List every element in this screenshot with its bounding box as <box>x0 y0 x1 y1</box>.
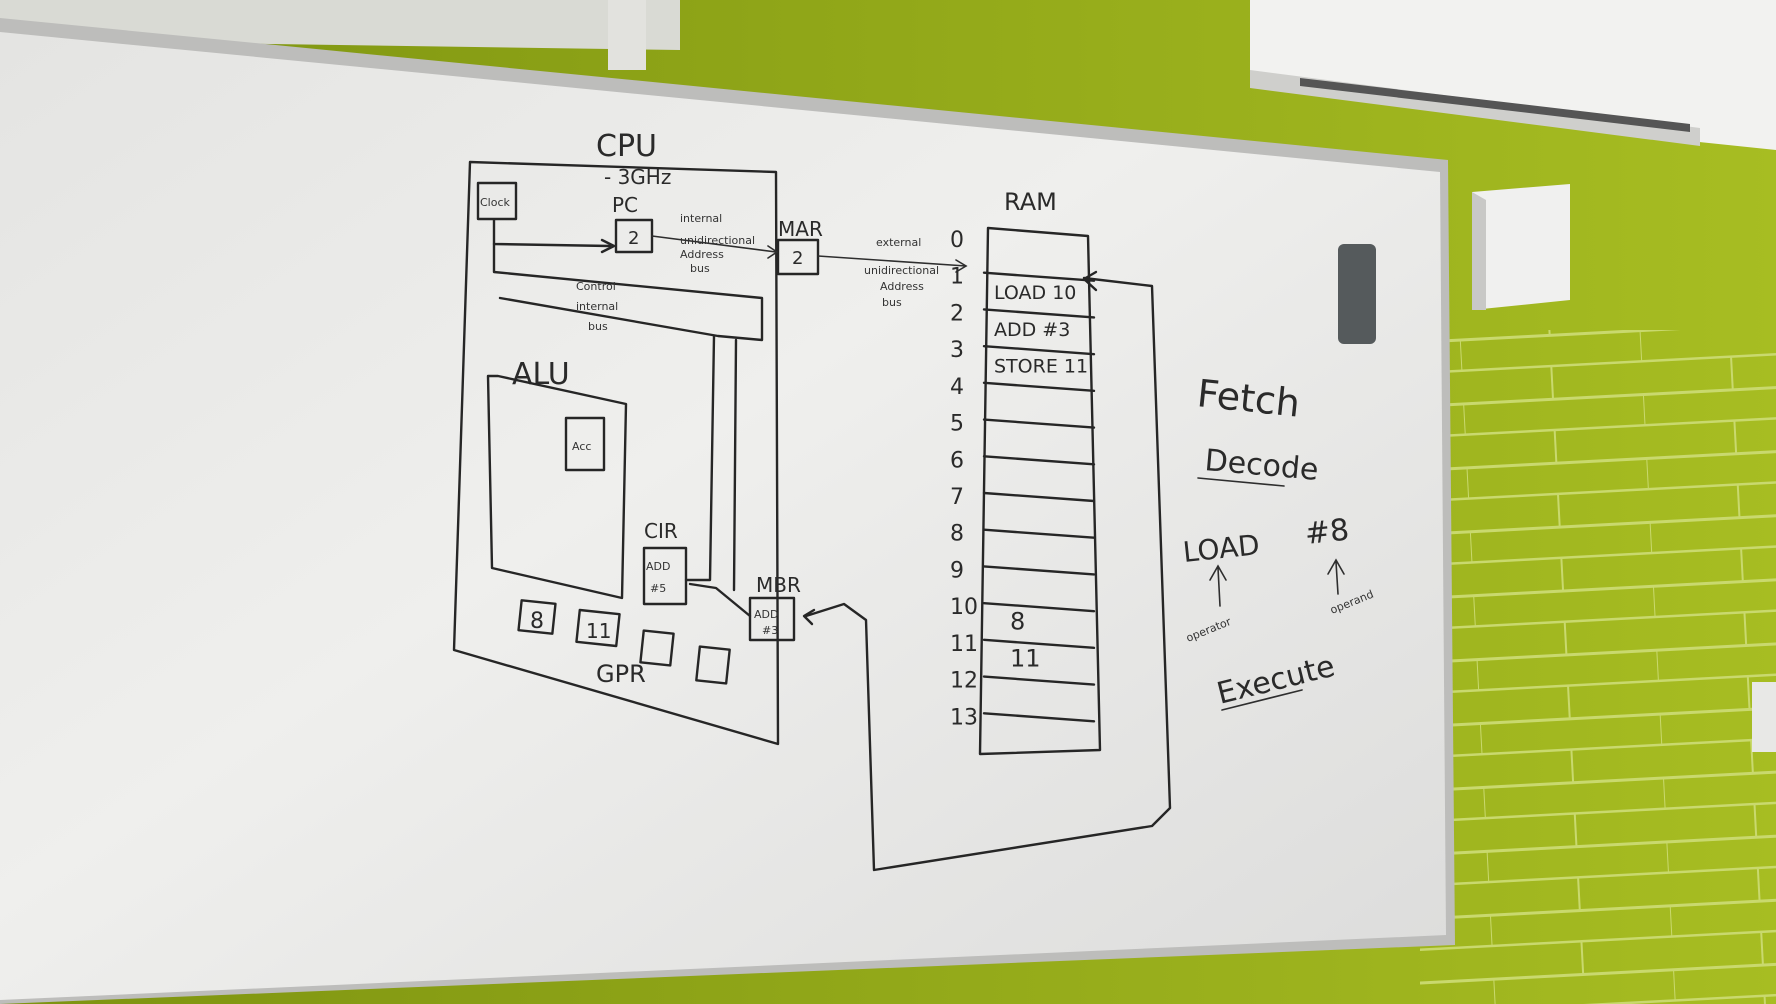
external-bus-label-2: unidirectional <box>864 264 939 277</box>
ram-row-divider <box>982 455 1096 466</box>
ram-cell-value: STORE 11 <box>994 356 1088 378</box>
cpu-title: CPU <box>596 129 657 164</box>
acc-label: Acc <box>572 440 591 453</box>
mar-label: MAR <box>778 217 823 241</box>
control-bus-label-2: internal <box>576 300 618 313</box>
ram-cell-value: ADD #3 <box>994 319 1070 341</box>
ram-row-divider <box>982 344 1096 356</box>
ram-row-divider <box>982 675 1096 686</box>
ram-address: 2 <box>950 301 964 326</box>
gpr-value-2: 11 <box>586 619 611 643</box>
ram-address: 8 <box>950 522 964 547</box>
ram-address: 12 <box>950 669 978 694</box>
whiteboard <box>0 32 1446 1000</box>
ram-row-divider <box>982 565 1096 576</box>
cir-value-1: ADD <box>646 560 670 573</box>
ram-row-divider <box>982 528 1096 539</box>
ram-address: 9 <box>950 558 964 583</box>
brick-wall <box>1420 330 1776 1004</box>
ram-row-divider <box>982 601 1096 613</box>
control-bus-label-3: bus <box>588 320 608 333</box>
ram-row-divider <box>982 308 1096 319</box>
ram-address: 7 <box>950 485 964 510</box>
mar-value: 2 <box>792 248 803 269</box>
air-conditioner <box>1250 0 1776 150</box>
data-bus-loop <box>804 276 1172 872</box>
gpr-value-1: 8 <box>530 609 544 634</box>
internal-bus-label-2: unidirectional <box>680 234 755 247</box>
mbr-label: MBR <box>756 573 801 597</box>
operator-word: LOAD <box>1181 528 1261 569</box>
ram-address: 4 <box>950 375 964 400</box>
ram-address: 0 <box>950 228 964 253</box>
pc-label: PC <box>612 193 638 217</box>
ram-row-divider <box>982 271 1096 282</box>
fetch-label: Fetch <box>1195 371 1302 426</box>
external-bus-label-3: Address <box>880 280 924 293</box>
ram-row-divider <box>982 712 1096 723</box>
internal-bus-label-1: internal <box>680 212 722 225</box>
ram-cell-value: 11 <box>1010 644 1041 672</box>
ram-address: 13 <box>950 705 978 730</box>
ram-row-divider <box>982 381 1096 393</box>
ram-row-divider <box>982 638 1096 650</box>
gpr-label: GPR <box>596 660 646 688</box>
ram-address: 10 <box>950 595 978 620</box>
external-bus-label-4: bus <box>882 296 902 309</box>
internal-bus-label-4: bus <box>690 262 710 275</box>
ram-cell-value: 8 <box>1010 608 1025 636</box>
clock-label: Clock <box>480 196 511 209</box>
cir-value-2: #5 <box>650 582 666 595</box>
wall-switch <box>1752 682 1776 752</box>
ram-address: 1 <box>950 265 964 290</box>
ram-address: 5 <box>950 412 964 437</box>
ram-address: 3 <box>950 338 964 363</box>
ram-row-divider <box>982 491 1096 503</box>
pc-value: 2 <box>628 228 639 249</box>
operand-word: #8 <box>1303 513 1351 552</box>
mbr-value-2: #3 <box>762 624 778 637</box>
external-bus-label-1: external <box>876 236 921 249</box>
external-bus: external unidirectional Address bus <box>817 236 968 309</box>
ram-cell-value: LOAD 10 <box>994 282 1076 304</box>
internal-bus-label-3: Address <box>680 248 724 261</box>
ram-row-divider <box>982 418 1096 429</box>
board-eraser <box>1338 244 1376 344</box>
rail-post <box>608 0 646 70</box>
cir-label: CIR <box>644 519 678 543</box>
alu-label: ALU <box>512 357 570 392</box>
mbr-value-1: ADD <box>754 608 778 621</box>
wall-speaker <box>1472 184 1570 310</box>
ram-address: 6 <box>950 448 964 473</box>
ram-address: 11 <box>950 632 978 657</box>
cpu-diagram: CPU - 3GHz Clock PC 2 MAR 2 internal uni… <box>452 129 823 746</box>
ram-title: RAM <box>1004 188 1057 216</box>
control-bus-label-1: Control <box>576 280 616 293</box>
